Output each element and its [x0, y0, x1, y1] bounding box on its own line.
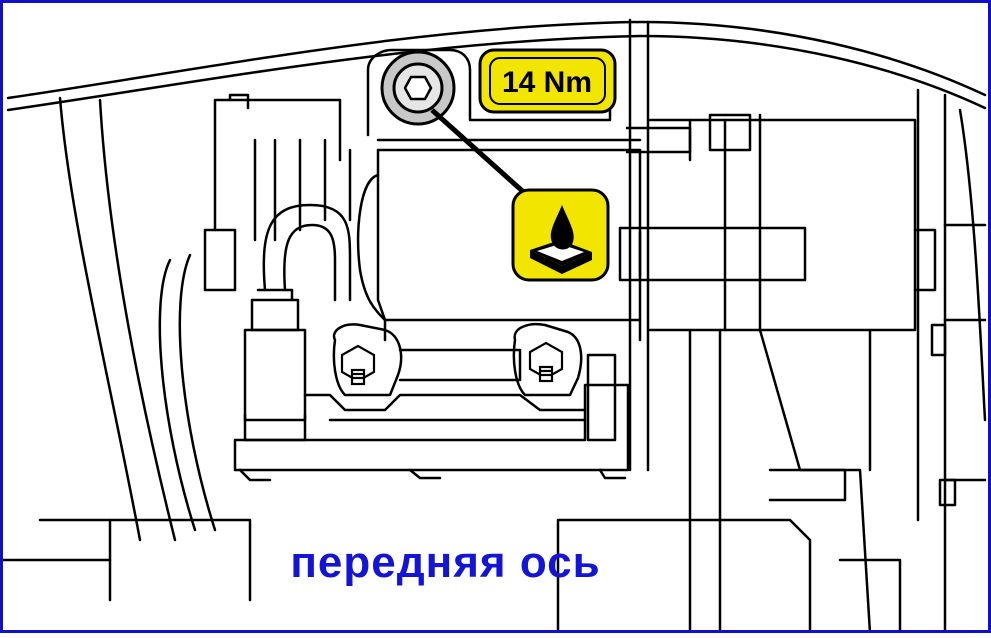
right-nut — [528, 341, 564, 383]
hex-bolt-icon — [380, 50, 456, 126]
axle-caption: передняя ось — [290, 538, 601, 587]
hood-inner-outline — [6, 34, 987, 112]
left-nut — [340, 344, 376, 386]
leader-line — [430, 108, 530, 198]
vertical-pipe — [628, 18, 650, 472]
hood-outline — [6, 20, 987, 100]
left-strut-inner — [98, 98, 177, 542]
mounting-plate — [233, 383, 630, 472]
sensor-cable — [262, 203, 352, 302]
left-strut — [58, 96, 142, 542]
sensor-bracket — [366, 48, 612, 137]
sensor-body — [243, 328, 307, 422]
main-housing — [376, 148, 642, 322]
right-housing — [648, 118, 917, 332]
torque-badge: 14 Nm — [478, 48, 617, 114]
left-mount — [332, 323, 403, 397]
torque-value: 14 Nm — [502, 66, 592, 99]
right-mount — [512, 323, 583, 397]
connector-bar — [618, 226, 807, 282]
oil-drop-icon — [511, 188, 610, 282]
